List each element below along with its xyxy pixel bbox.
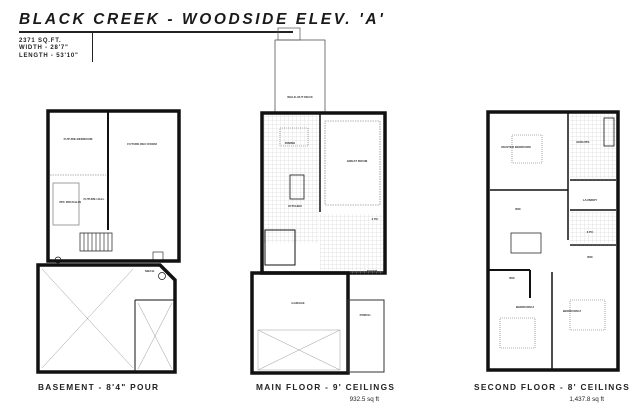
main-floor-plan <box>250 27 387 375</box>
room-label: MASTER BEDROOM <box>501 145 531 149</box>
room-label: FUTURE HALL <box>84 197 105 201</box>
second-floor-plan <box>486 110 620 372</box>
title-divider <box>19 31 293 33</box>
room-label: DINING <box>285 141 296 145</box>
room-label: WIC <box>515 207 522 211</box>
basement-plan <box>36 109 181 374</box>
room-label: 3 PC <box>587 230 595 234</box>
room-label: BEDROOM 3 <box>516 305 535 309</box>
room-label: MECH. <box>145 269 155 273</box>
room-label: 3PC ROUGH-IN <box>59 200 81 204</box>
second-floor-label: SECOND FLOOR - 8' CEILINGS <box>474 382 631 392</box>
room-label: 2 PC <box>372 217 380 221</box>
room-label: KITCHEN <box>288 204 301 208</box>
room-label: WIC <box>587 255 594 259</box>
room-label: GARAGE <box>291 301 304 305</box>
spec-area: 2371 SQ.FT. <box>19 38 62 44</box>
main-floor-sqft: 932.5 sq ft <box>349 396 379 403</box>
room-label: LAUNDRY <box>583 198 598 202</box>
room-label: PORCH <box>360 313 371 317</box>
info-divider <box>92 32 93 62</box>
house-specs: 2371 SQ.FT. WIDTH - 28'7" LENGTH - 53'10… <box>19 38 79 60</box>
page-title: BLACK CREEK - WOODSIDE ELEV. 'A' <box>19 11 386 28</box>
room-label: WALK-OUT DECK <box>287 95 313 99</box>
room-label: FUTURE REC ROOM <box>127 142 157 146</box>
room-label: GREAT ROOM <box>347 159 368 163</box>
spec-length: LENGTH - 53'10" <box>19 52 79 59</box>
main-floor-label: MAIN FLOOR - 9' CEILINGS <box>256 382 396 392</box>
spec-width: WIDTH - 28'7" <box>19 45 69 52</box>
room-label: ENSUITE <box>576 140 589 144</box>
room-label: BEDROOM 2 <box>563 309 582 313</box>
basement-label: BASEMENT - 8'4" POUR <box>38 382 160 392</box>
second-floor-sqft: 1,437.8 sq ft <box>569 396 604 403</box>
room-label: FOYER <box>367 269 378 273</box>
room-label: FUTURE BEDROOM <box>64 137 93 141</box>
room-label: WIC <box>509 276 516 280</box>
